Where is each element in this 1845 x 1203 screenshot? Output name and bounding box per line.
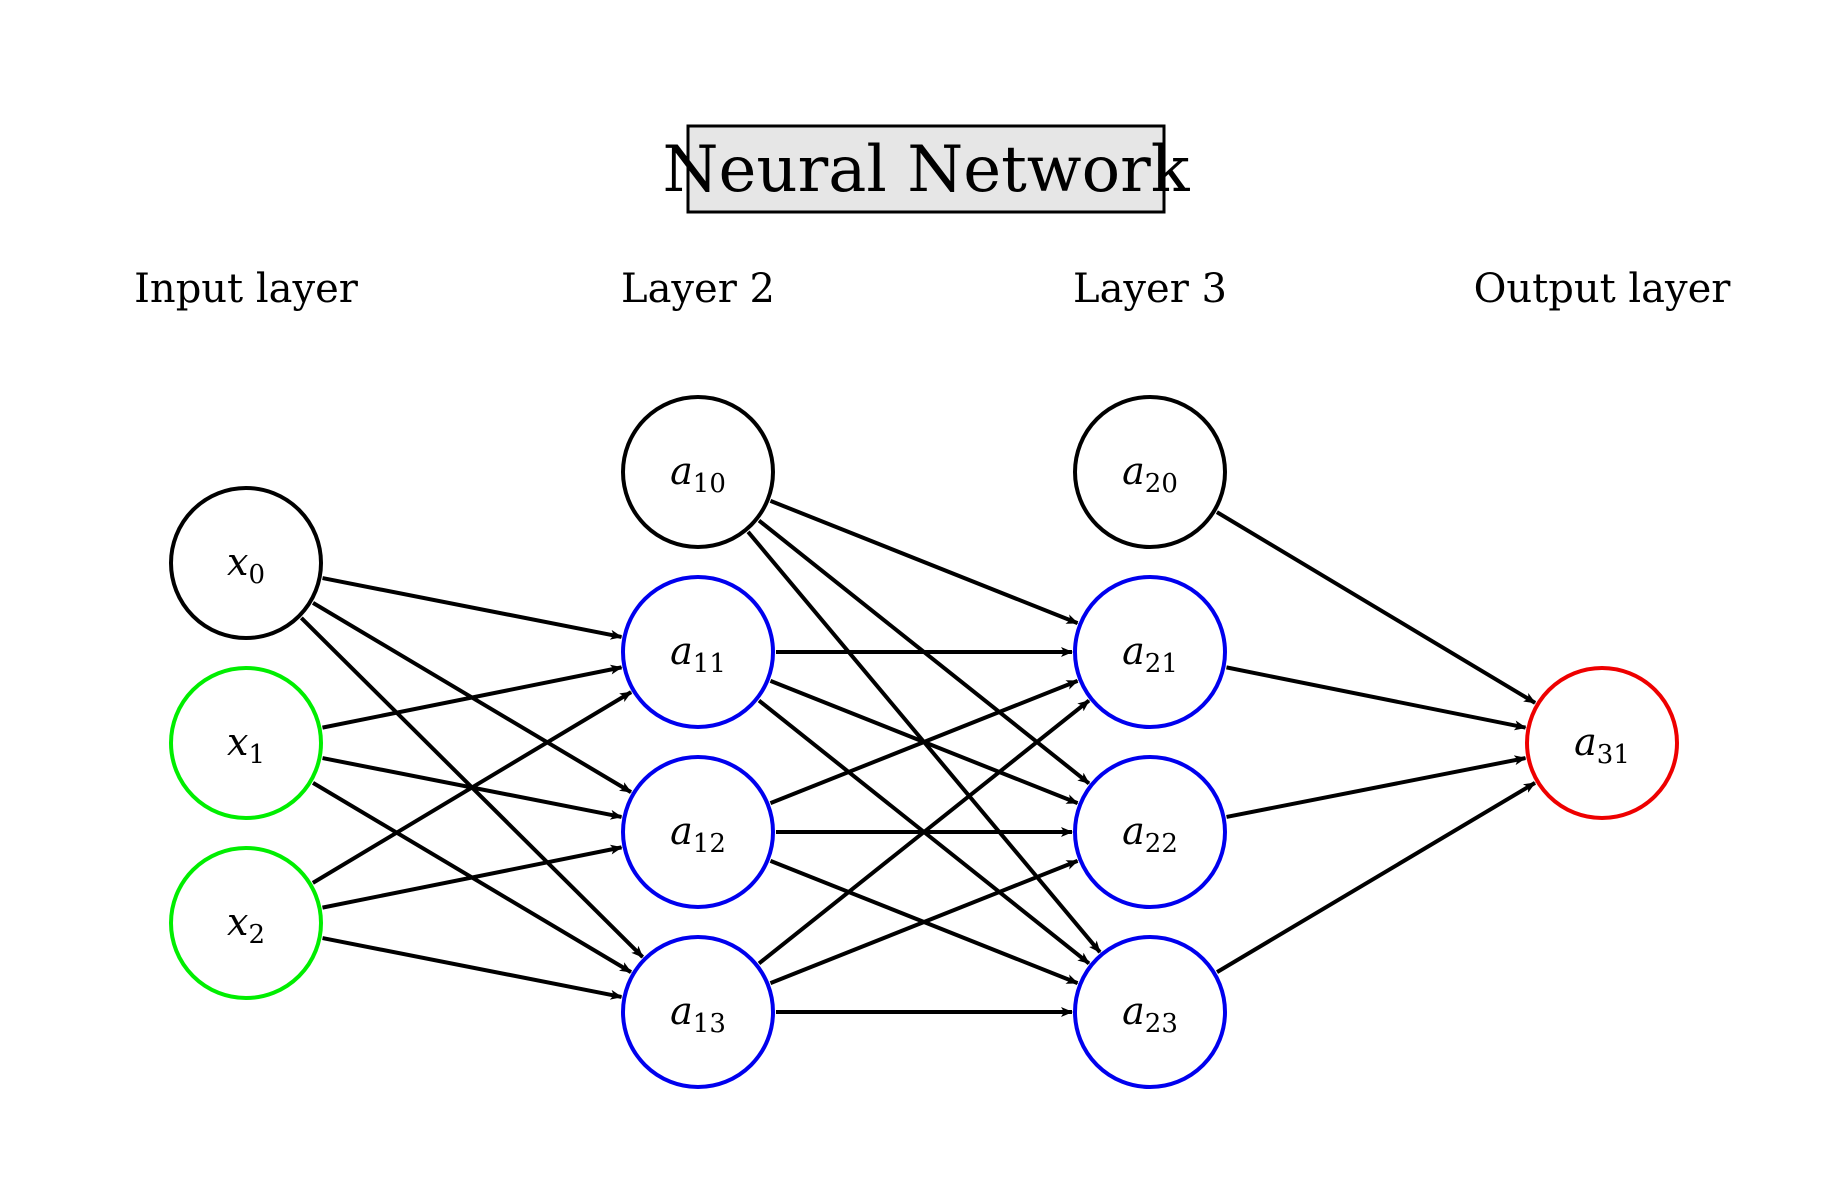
neuron-label-a12: a12 <box>670 809 726 859</box>
neuron-x2: x2 <box>169 846 323 1000</box>
layer-label-2: Layer 2 <box>621 266 775 312</box>
edge-a21-to-a31 <box>1226 665 1527 731</box>
neuron-variable: a <box>670 989 693 1033</box>
layer-labels: Input layer Layer 2 Layer 3 Output layer <box>134 266 1731 312</box>
neuron-a10: a10 <box>621 395 775 549</box>
neuron-subscript: 22 <box>1145 829 1178 859</box>
edge-x2-to-a12 <box>322 844 623 910</box>
neuron-a22: a22 <box>1073 755 1227 909</box>
neuron-subscript: 11 <box>693 649 726 679</box>
neuron-label-a13: a13 <box>670 989 726 1039</box>
neuron-circle-a11 <box>621 575 775 729</box>
edge-a22-to-a31 <box>1226 755 1527 819</box>
neuron-subscript: 10 <box>693 469 726 499</box>
neuron-a23: a23 <box>1073 935 1227 1089</box>
neuron-variable: a <box>670 449 693 493</box>
layer-label-output: Output layer <box>1474 266 1732 312</box>
neuron-x1: x1 <box>169 666 323 820</box>
neuron-a12: a12 <box>621 755 775 909</box>
edge-a13-to-a22 <box>769 858 1079 986</box>
neuron-circle-a21 <box>1073 575 1227 729</box>
edge-a20-to-a31 <box>1215 510 1537 705</box>
neuron-label-a20: a20 <box>1122 449 1178 499</box>
neuron-label-a23: a23 <box>1122 989 1178 1039</box>
neuron-subscript: 13 <box>693 1009 726 1039</box>
neuron-subscript: 23 <box>1145 1009 1178 1039</box>
edge-a12-to-a21 <box>769 678 1079 806</box>
neuron-label-a21: a21 <box>1122 629 1178 679</box>
neuron-a31: a31 <box>1525 666 1679 820</box>
edge-x1-to-a11 <box>322 664 623 730</box>
neuron-variable: x <box>227 720 248 764</box>
neuron-a13: a13 <box>621 935 775 1089</box>
neuron-variable: x <box>227 540 248 584</box>
neuron-subscript: 0 <box>248 560 265 590</box>
edge-a23-to-a31 <box>1216 781 1536 974</box>
neuron-circle-a22 <box>1073 755 1227 909</box>
neuron-circle-a13 <box>621 935 775 1089</box>
neuron-circle-x1 <box>169 666 323 820</box>
neuron-circle-a31 <box>1525 666 1679 820</box>
neuron-variable: a <box>1574 720 1597 764</box>
neuron-subscript: 12 <box>693 829 726 859</box>
layer-label-3: Layer 3 <box>1073 266 1227 312</box>
neuron-label-x1: x1 <box>227 720 265 770</box>
neuron-circle-x0 <box>169 486 323 640</box>
neuron-subscript: 2 <box>248 920 265 950</box>
neuron-circle-a20 <box>1073 395 1227 549</box>
edge-x0-to-a11 <box>322 576 623 640</box>
neuron-subscript: 20 <box>1145 469 1178 499</box>
layer-label-input: Input layer <box>134 266 359 312</box>
edge-x2-to-a11 <box>311 690 633 885</box>
neuron-label-a22: a22 <box>1122 809 1178 859</box>
neuron-x0: x0 <box>169 486 323 640</box>
neuron-circle-a12 <box>621 755 775 909</box>
diagram-title: Neural Network <box>663 133 1191 207</box>
neuron-variable: x <box>227 900 248 944</box>
neuron-a21: a21 <box>1073 575 1227 729</box>
neuron-variable: a <box>1122 809 1145 853</box>
neuron-label-a11: a11 <box>670 629 726 679</box>
neuron-label-a10: a10 <box>670 449 726 499</box>
neuron-label-x2: x2 <box>227 900 265 950</box>
neuron-variable: a <box>670 629 693 673</box>
neuron-a20: a20 <box>1073 395 1227 549</box>
neuron-label-x0: x0 <box>227 540 265 590</box>
neuron-subscript: 21 <box>1145 649 1178 679</box>
neuron-circle-a10 <box>621 395 775 549</box>
neuron-label-a31: a31 <box>1574 720 1630 770</box>
edge-x2-to-a13 <box>322 936 623 1000</box>
neuron-variable: a <box>670 809 693 853</box>
connections <box>299 498 1537 1017</box>
edge-a13-to-a21 <box>757 699 1091 965</box>
neuron-a11: a11 <box>621 575 775 729</box>
neuron-variable: a <box>1122 449 1145 493</box>
edge-a10-to-a21 <box>769 498 1079 626</box>
title-box-frame <box>686 124 1166 214</box>
neuron-circle-x2 <box>169 846 323 1000</box>
neuron-subscript: 1 <box>248 740 265 770</box>
neuron-subscript: 31 <box>1597 740 1630 770</box>
neuron-variable: a <box>1122 629 1145 673</box>
neuron-circle-a23 <box>1073 935 1227 1089</box>
title-box: Neural Network <box>663 124 1191 214</box>
neuron-variable: a <box>1122 989 1145 1033</box>
